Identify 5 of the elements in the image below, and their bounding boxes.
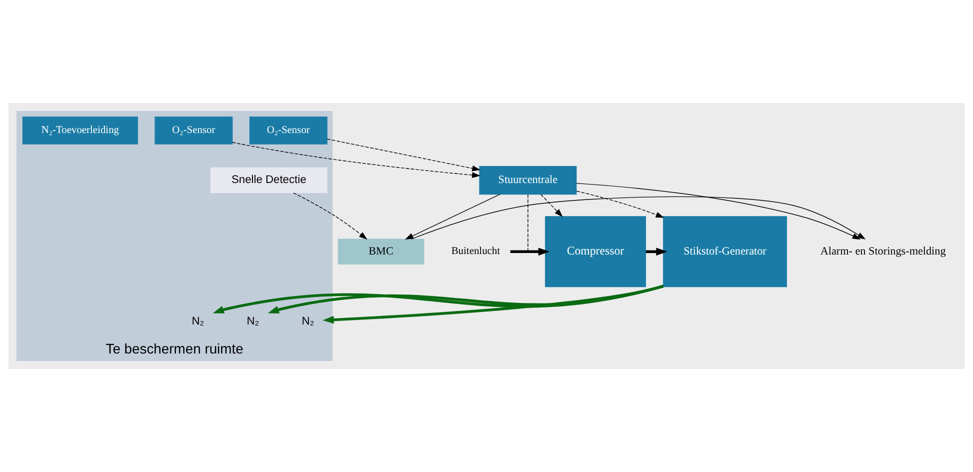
node-text: Alarm- en Storings-melding	[820, 245, 946, 258]
node-text: N₂	[246, 315, 260, 328]
node-text: Buitenlucht	[451, 246, 500, 258]
node-text: N₂	[192, 315, 204, 328]
node-text: N₂	[302, 315, 314, 328]
